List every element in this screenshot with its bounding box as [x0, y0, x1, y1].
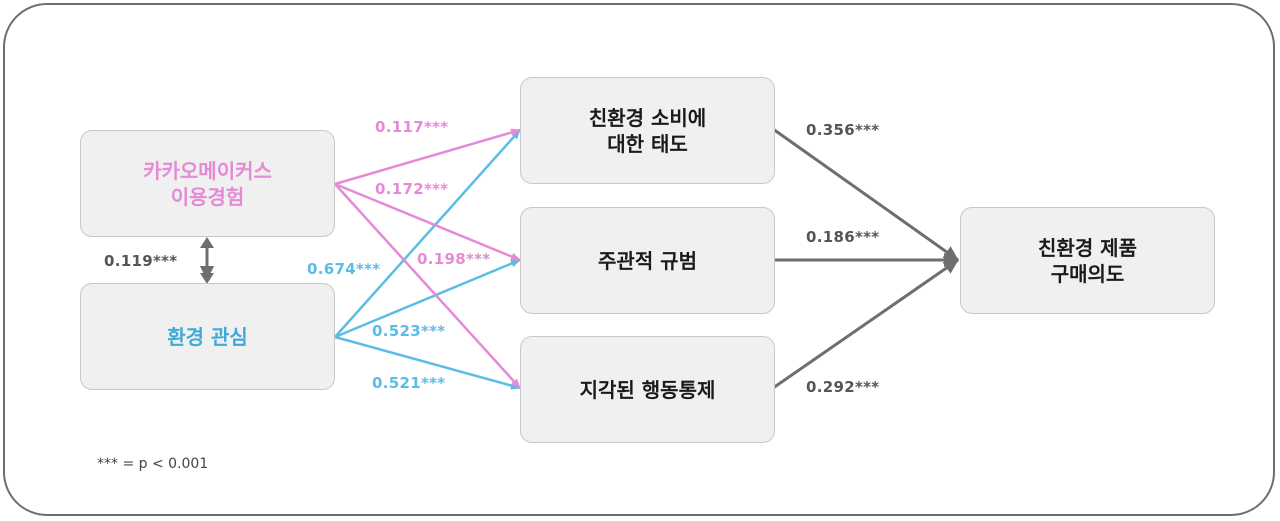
- node-kakao-makers-experience: 카카오메이커스 이용경험: [80, 130, 335, 237]
- coef-norm-intention: 0.186***: [806, 228, 880, 246]
- coef-attitude-intention: 0.356***: [806, 121, 880, 139]
- arrow-kakao-norm: [334, 182, 521, 262]
- arrow-kakao-attitude: [334, 128, 521, 186]
- node-environment-concern: 환경 관심: [80, 283, 335, 390]
- arrow-env-control: [334, 335, 521, 390]
- arrow-attitude-intention: [772, 127, 959, 262]
- coef-kakao-norm: 0.172***: [375, 180, 449, 198]
- significance-note: *** = p < 0.001: [97, 456, 209, 472]
- node-perceived-behavioral-control: 지각된 행동통제: [520, 336, 775, 443]
- node-attitude: 친환경 소비에 대한 태도: [520, 77, 775, 184]
- node-subjective-norm: 주관적 규범: [520, 207, 775, 314]
- arrow-correlation-head-top: [200, 237, 214, 248]
- arrow-env-norm: [334, 258, 521, 339]
- coef-env-attitude: 0.674***: [307, 260, 381, 278]
- coef-env-control: 0.521***: [372, 374, 446, 392]
- arrow-control-intention: [772, 258, 959, 390]
- coef-control-intention: 0.292***: [806, 378, 880, 396]
- arrow-kakao-control: [334, 183, 521, 389]
- diagram-frame: [3, 3, 1275, 516]
- arrow-env-attitude: [334, 129, 521, 338]
- coef-env-norm: 0.523***: [372, 322, 446, 340]
- node-purchase-intention: 친환경 제품 구매의도: [960, 207, 1215, 314]
- coef-kakao-attitude: 0.117***: [375, 118, 449, 136]
- arrow-correlation-head-bottom: [200, 273, 214, 284]
- coef-kakao-control: 0.198***: [417, 250, 491, 268]
- coef-correlation: 0.119***: [104, 252, 178, 270]
